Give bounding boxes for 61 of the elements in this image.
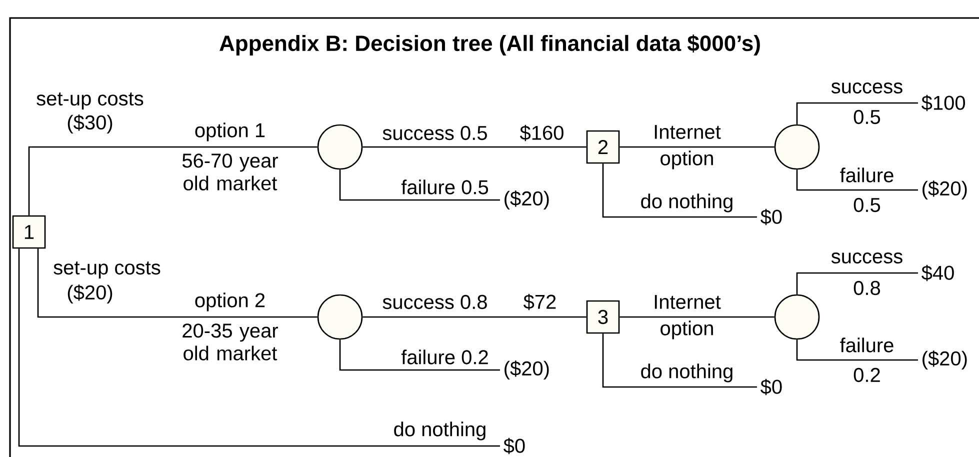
edge-label: option 2 [195, 292, 265, 312]
edge-label: failure 0.5 [401, 180, 488, 194]
chance-circle [317, 124, 363, 170]
payoff-value: $72 [524, 294, 556, 310]
payoff-value: $0 [760, 208, 782, 226]
branch-line [362, 316, 586, 318]
branch-line [362, 146, 586, 148]
payoff-value: ($20) [504, 360, 549, 380]
branch-note: 0.2 [854, 368, 880, 382]
edge-label: success 0.5 [382, 126, 487, 140]
chance-circle [774, 124, 820, 170]
chance-circle [774, 294, 820, 340]
branch-note: ($30) [68, 114, 112, 134]
edge-label: failure [840, 168, 894, 182]
branch-note: ($20) [68, 284, 112, 304]
branch-line [18, 248, 500, 447]
edge-label: do nothing [641, 194, 732, 212]
edge-label: Internet [654, 295, 721, 309]
branch-line [339, 170, 500, 201]
decision-box: 2 [586, 130, 620, 164]
edge-label: success 0.8 [382, 294, 487, 310]
branch-line [37, 248, 318, 318]
payoff-value: ($20) [922, 350, 967, 370]
payoff-value: $40 [922, 264, 954, 282]
edge-label: do nothing [394, 422, 486, 440]
branch-note: 20-35 year old market [182, 324, 278, 360]
payoff-value: $0 [504, 438, 525, 454]
branch-note: option [660, 320, 713, 340]
edge-label: option 1 [195, 122, 265, 142]
edge-label: success [831, 252, 902, 264]
payoff-value: ($20) [504, 190, 549, 210]
branch-line [28, 146, 318, 216]
branch-line [796, 170, 918, 191]
branch-note: set-up costs [36, 92, 144, 110]
branch-note: set-up costs [54, 261, 160, 279]
branch-line [796, 102, 918, 124]
branch-line [620, 146, 774, 148]
payoff-value: ($20) [922, 180, 967, 200]
branch-line [602, 334, 757, 388]
edge-label: failure 0.2 [401, 350, 488, 364]
branch-note: 0.8 [854, 280, 880, 296]
title: Appendix B: Decision tree (All financial data $000’s) [220, 34, 760, 56]
chance-circle [317, 294, 363, 340]
edge-label: Internet [654, 125, 721, 139]
edge-label: do nothing [641, 364, 732, 382]
decision-box: 3 [586, 300, 620, 334]
branch-line [339, 340, 500, 371]
edge-label: success [831, 82, 902, 94]
branch-line [602, 164, 757, 218]
branch-note: option [660, 150, 713, 170]
branch-note: 56-70 year old market [182, 154, 278, 190]
branch-line [796, 340, 918, 361]
branch-line [620, 316, 774, 318]
branch-note: 0.5 [854, 198, 880, 212]
payoff-value: $160 [520, 124, 564, 142]
decision-box: 1 [12, 215, 46, 249]
payoff-value: $100 [922, 94, 966, 112]
edge-label: failure [840, 338, 894, 352]
payoff-value: $0 [760, 378, 782, 396]
branch-line [796, 272, 918, 294]
branch-note: 0.5 [854, 110, 880, 124]
